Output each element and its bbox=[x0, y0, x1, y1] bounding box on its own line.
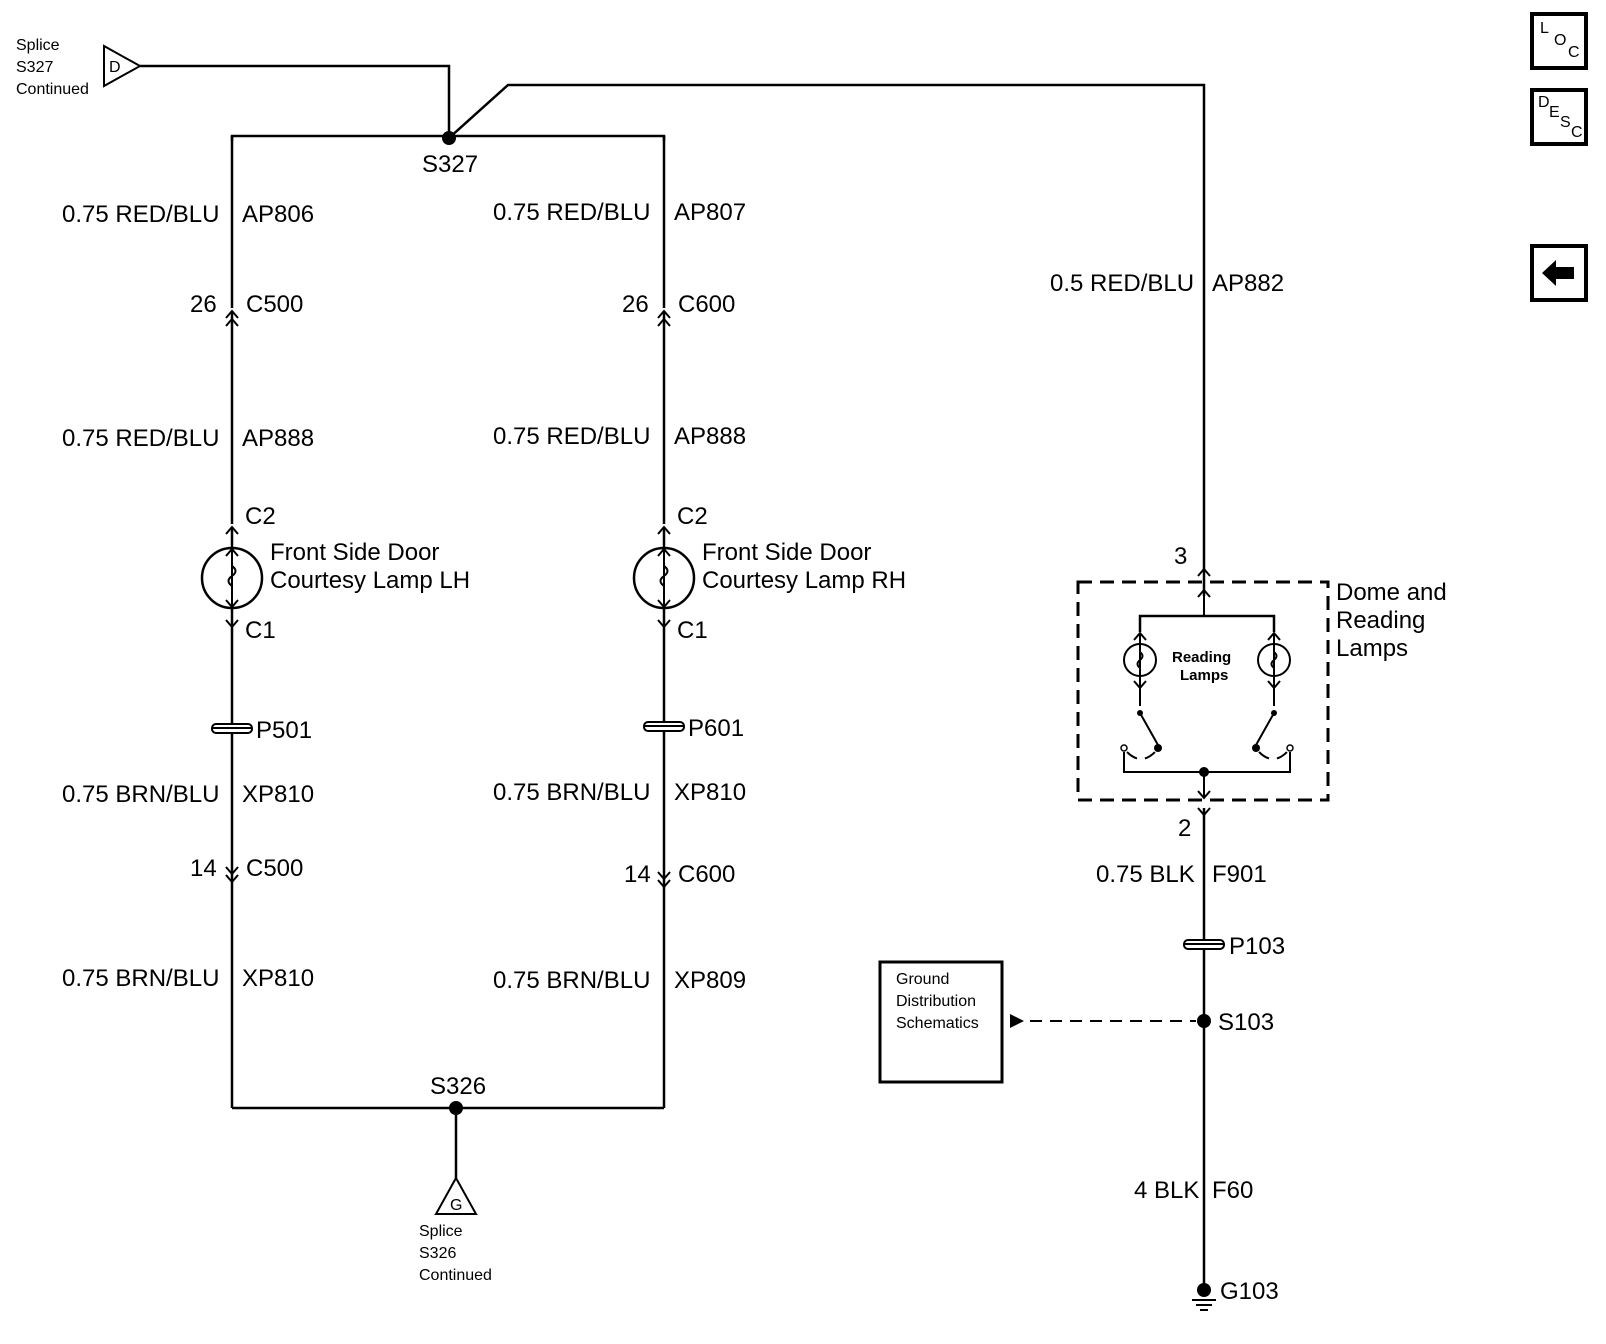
passthrough-p103 bbox=[1183, 939, 1225, 950]
left-top-conn-name: C500 bbox=[246, 291, 303, 318]
middle-wire3-gauge: 0.75 BRN/BLU bbox=[493, 779, 650, 806]
back-button[interactable] bbox=[1530, 244, 1588, 302]
passthrough-p601 bbox=[643, 721, 685, 732]
left-wire4-gauge: 0.75 BRN/BLU bbox=[62, 965, 219, 992]
left-mid-wire-gauge: 0.75 RED/BLU bbox=[62, 425, 219, 452]
desc-letter-s: S bbox=[1560, 114, 1571, 131]
dome-bottom-pin: 2 bbox=[1178, 815, 1191, 842]
connector-middle-top bbox=[657, 309, 671, 338]
ground-g103-label: G103 bbox=[1220, 1278, 1279, 1305]
ground-distribution-reference[interactable]: Ground Distribution Schematics bbox=[878, 960, 1004, 1084]
svg-text:Schematics: Schematics bbox=[896, 1015, 979, 1032]
loc-letter-o: O bbox=[1554, 32, 1567, 49]
lamp-left bbox=[200, 525, 264, 629]
dome-top-pin: 3 bbox=[1174, 543, 1187, 570]
left-top-conn-pin: 26 bbox=[190, 291, 217, 318]
passthrough-p501 bbox=[211, 723, 253, 734]
desc-button[interactable]: D E S C bbox=[1530, 88, 1588, 146]
splice-s326-label: S326 bbox=[430, 1073, 486, 1100]
left-lamp-name-1: Front Side Door bbox=[270, 539, 439, 566]
middle-bot-conn-name: C600 bbox=[678, 861, 735, 888]
splice-s326-dot bbox=[449, 1101, 463, 1115]
right-wire3-gauge: 4 BLK bbox=[1134, 1177, 1199, 1204]
left-lamp-top-pin: C2 bbox=[245, 503, 276, 530]
right-top-wire-circuit: AP882 bbox=[1212, 270, 1284, 297]
right-top-wire-gauge: 0.5 RED/BLU bbox=[1050, 270, 1194, 297]
right-passthrough-label: P103 bbox=[1229, 933, 1285, 960]
middle-wire4-circuit: XP809 bbox=[674, 967, 746, 994]
left-top-wire-circuit: AP806 bbox=[242, 201, 314, 228]
left-lamp-name-2: Courtesy Lamp LH bbox=[270, 567, 470, 594]
connector-middle-bottom bbox=[657, 860, 671, 890]
desc-letter-e: E bbox=[1549, 104, 1560, 121]
middle-mid-wire-gauge: 0.75 RED/BLU bbox=[493, 423, 650, 450]
middle-top-conn-pin: 26 bbox=[622, 291, 649, 318]
left-wire3-gauge: 0.75 BRN/BLU bbox=[62, 781, 219, 808]
right-wire2-gauge: 0.75 BLK bbox=[1096, 861, 1195, 888]
middle-lamp-name-2: Courtesy Lamp RH bbox=[702, 567, 906, 594]
connector-left-top bbox=[225, 309, 239, 338]
loc-button[interactable]: L O C bbox=[1530, 12, 1588, 70]
svg-text:S326: S326 bbox=[419, 1245, 456, 1262]
lamp-middle bbox=[632, 525, 696, 629]
svg-text:Continued: Continued bbox=[419, 1267, 492, 1284]
svg-text:Splice: Splice bbox=[16, 37, 60, 54]
svg-text:Distribution: Distribution bbox=[896, 993, 976, 1010]
middle-top-wire-gauge: 0.75 RED/BLU bbox=[493, 199, 650, 226]
middle-bot-conn-pin: 14 bbox=[624, 861, 651, 888]
svg-text:S327: S327 bbox=[16, 59, 53, 76]
svg-text:G: G bbox=[450, 1197, 462, 1214]
left-wire4-circuit: XP810 bbox=[242, 965, 314, 992]
loc-letter-l: L bbox=[1540, 20, 1549, 37]
dome-reading-lamps-module bbox=[1076, 580, 1330, 802]
middle-top-wire-circuit: AP807 bbox=[674, 199, 746, 226]
splice-s103-label: S103 bbox=[1218, 1009, 1274, 1036]
svg-text:Splice: Splice bbox=[419, 1223, 463, 1240]
svg-text:Ground: Ground bbox=[896, 971, 949, 988]
svg-text:Continued: Continued bbox=[16, 81, 89, 98]
middle-wire4-gauge: 0.75 BRN/BLU bbox=[493, 967, 650, 994]
splice-s327-label: S327 bbox=[422, 151, 478, 178]
svg-text:D: D bbox=[109, 59, 121, 76]
ground-g103-icon bbox=[1192, 1283, 1216, 1311]
connector-left-bottom bbox=[225, 855, 239, 885]
left-mid-wire-circuit: AP888 bbox=[242, 425, 314, 452]
middle-lamp-top-pin: C2 bbox=[677, 503, 708, 530]
dome-name-2: Reading bbox=[1336, 607, 1425, 634]
wire-s327-to-dome bbox=[448, 83, 1206, 596]
dome-inner-label-2: Lamps bbox=[1180, 667, 1228, 684]
middle-lamp-name-1: Front Side Door bbox=[702, 539, 871, 566]
dome-top-connector bbox=[1197, 567, 1211, 577]
left-lamp-bottom-pin: C1 bbox=[245, 617, 276, 644]
left-bot-conn-pin: 14 bbox=[190, 855, 217, 882]
dome-name-3: Lamps bbox=[1336, 635, 1408, 662]
wire-offpage-to-s327 bbox=[140, 64, 451, 138]
desc-letter-d: D bbox=[1538, 94, 1550, 111]
splice-s327-dot bbox=[442, 131, 456, 145]
left-arrow-icon bbox=[1542, 260, 1574, 286]
middle-mid-wire-circuit: AP888 bbox=[674, 423, 746, 450]
middle-lamp-bottom-pin: C1 bbox=[677, 617, 708, 644]
middle-passthrough-label: P601 bbox=[688, 715, 744, 742]
middle-wire3-circuit: XP810 bbox=[674, 779, 746, 806]
splice-s103-dot bbox=[1197, 1014, 1211, 1028]
left-bot-conn-name: C500 bbox=[246, 855, 303, 882]
dome-inner-label-1: Reading bbox=[1172, 649, 1231, 666]
middle-top-conn-name: C600 bbox=[678, 291, 735, 318]
left-top-wire-gauge: 0.75 RED/BLU bbox=[62, 201, 219, 228]
left-passthrough-label: P501 bbox=[256, 717, 312, 744]
right-wire3-circuit: F60 bbox=[1212, 1177, 1253, 1204]
loc-letter-c: C bbox=[1568, 44, 1580, 61]
right-wire2-circuit: F901 bbox=[1212, 861, 1267, 888]
ground-ref-arrow-icon bbox=[1010, 1014, 1024, 1028]
offpage-connector-top[interactable]: D Splice S327 Continued bbox=[16, 37, 143, 98]
left-wire3-circuit: XP810 bbox=[242, 781, 314, 808]
dome-name-1: Dome and bbox=[1336, 579, 1447, 606]
offpage-connector-bottom[interactable]: G Splice S326 Continued bbox=[419, 1175, 492, 1284]
desc-letter-c: C bbox=[1571, 124, 1583, 141]
